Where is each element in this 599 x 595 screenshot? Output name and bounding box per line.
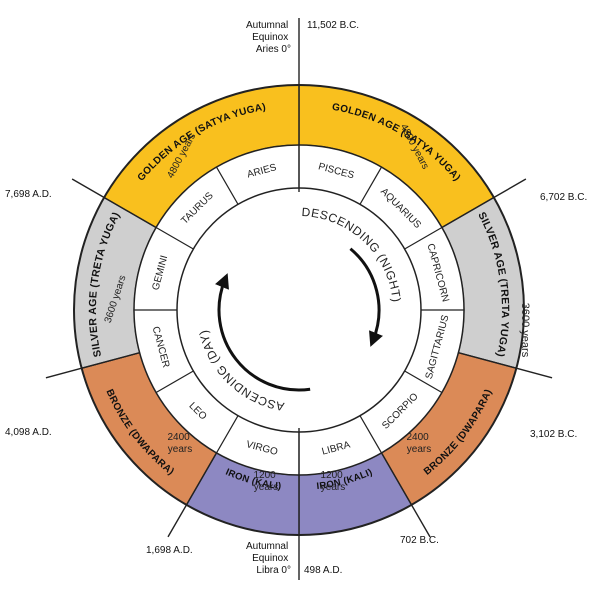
marker-upper-right: 6,702 B.C. xyxy=(540,192,587,203)
zodiac-divider xyxy=(404,370,443,394)
zodiac-divider xyxy=(359,166,383,205)
seg-upper-left xyxy=(103,196,157,229)
marker-labels: Autumnal Equinox Aries 0° 11,502 B.C. 7,… xyxy=(5,20,587,576)
seg-bottom-right xyxy=(380,452,413,506)
seg-bottom-left xyxy=(185,452,218,506)
zodiac-divider xyxy=(215,166,239,205)
seg-lower-right xyxy=(458,352,517,369)
boundary-bottom-right xyxy=(410,504,431,538)
iron-years-left: 1200 years xyxy=(253,470,278,493)
boundary-upper-right xyxy=(493,178,527,199)
marker-bottom-center: Autumnal Equinox Libra 0° xyxy=(246,541,291,576)
boundary-upper-left xyxy=(71,178,105,199)
marker-lower-right: 3,102 B.C. xyxy=(530,429,577,440)
marker-bottom-left: 1,698 A.D. xyxy=(146,545,193,556)
zodiac-ring: PISCESAQUARIUSCAPRICORNSAGITTARIUSSCORPI… xyxy=(133,144,465,476)
zodiac-divider xyxy=(155,370,194,394)
boundary-lower-right xyxy=(516,367,553,379)
descending-arrow xyxy=(349,247,383,347)
zodiac-divider xyxy=(359,415,383,454)
age-ring xyxy=(73,84,525,536)
seg-lower-left xyxy=(81,352,140,369)
marker-upper-left: 7,698 A.D. xyxy=(5,189,52,200)
marker-bottom-right-a: 702 B.C. xyxy=(400,535,439,546)
boundary-bottom-left xyxy=(167,504,188,538)
bronze-years-right: 2400 years xyxy=(406,432,431,455)
iron-years-right: 1200 years xyxy=(320,470,345,493)
marker-top-left: Autumnal Equinox Aries 0° xyxy=(246,20,291,55)
boundary-lines xyxy=(45,18,553,580)
silver-years-right: 3600 years xyxy=(519,303,531,358)
zodiac-divider xyxy=(404,226,443,250)
seg-upper-right xyxy=(441,196,495,229)
zodiac-divider xyxy=(155,226,194,250)
boundary-lower-left xyxy=(45,367,82,379)
marker-lower-left: 4,098 A.D. xyxy=(5,427,52,438)
ascending-arrow xyxy=(215,273,311,392)
marker-bottom-right-b: 498 A.D. xyxy=(304,565,342,576)
bronze-years-left: 2400 years xyxy=(167,432,192,455)
marker-top-right: 11,502 B.C. xyxy=(307,20,359,31)
zodiac-divider xyxy=(215,415,239,454)
